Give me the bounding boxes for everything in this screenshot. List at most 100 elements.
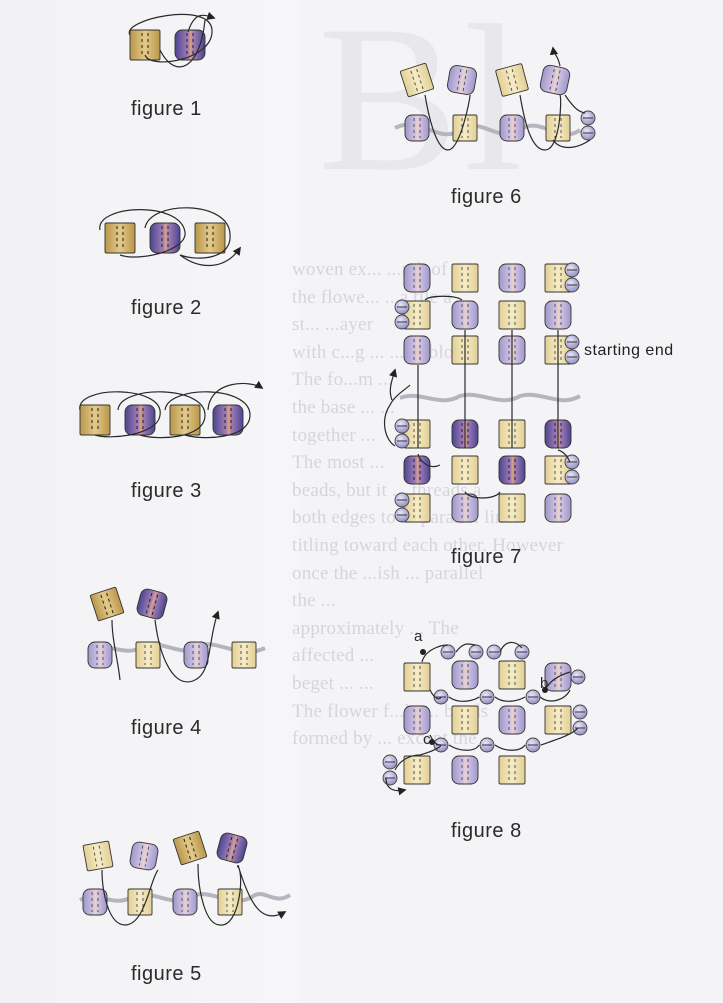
- background-text-line: The most ...: [292, 452, 385, 474]
- bead-body: [124, 404, 156, 436]
- previous-thread: [89, 642, 266, 654]
- bead-body: [172, 830, 208, 866]
- annotation-starting-end: starting end: [584, 342, 674, 359]
- bead-gold: [194, 222, 226, 254]
- bead-body: [129, 29, 161, 61]
- background-text-line: The flower f...ly ... beads: [292, 700, 489, 722]
- caption-figure-2: figure 2: [131, 297, 202, 319]
- seed-bead: [564, 262, 580, 278]
- seed-bead: [394, 418, 410, 434]
- bead-body: [399, 62, 435, 98]
- thread-path: [79, 383, 262, 439]
- bead-body: [451, 455, 479, 485]
- bead-body: [403, 662, 431, 692]
- bead-body: [452, 114, 478, 142]
- bead-gold: [451, 455, 479, 485]
- thread-path: [385, 777, 407, 796]
- bead-body: [403, 263, 431, 293]
- bead-body: [544, 705, 572, 735]
- seed-bead: [440, 644, 456, 660]
- seed-bead: [572, 704, 588, 720]
- background-text-line: titling toward each other. However: [292, 534, 564, 556]
- bead-gold: [451, 705, 479, 735]
- bead-purple: [447, 65, 477, 95]
- seed-bead: [486, 644, 502, 660]
- bead-gold: [403, 419, 431, 449]
- background-text-line: approximately ... The: [292, 617, 459, 639]
- bead-purple: [404, 114, 430, 142]
- caption-figure-6: figure 6: [451, 186, 522, 208]
- thread-path: [111, 612, 218, 683]
- bead-purple: [451, 660, 479, 690]
- seed-bead: [525, 689, 541, 705]
- bead-body: [544, 300, 572, 330]
- bead-gold: [544, 705, 572, 735]
- background-heading: Bl: [318, 0, 529, 215]
- thread-path: [394, 641, 579, 771]
- bead-gold: [169, 404, 201, 436]
- seed-bead: [394, 299, 410, 315]
- bead-purple: [149, 222, 181, 254]
- background-text-line: the ...: [292, 590, 336, 612]
- background-text-line: The fo...m ...: [292, 369, 393, 391]
- seed-bead: [580, 125, 596, 141]
- caption-figure-4: figure 4: [131, 717, 202, 739]
- bead-gold: [403, 755, 431, 785]
- seed-bead: [572, 720, 588, 736]
- bead-gold: [82, 840, 114, 872]
- bead-body: [447, 65, 477, 95]
- bead-body: [451, 660, 479, 690]
- bead-gold: [403, 662, 431, 692]
- left-column-background: [0, 0, 300, 1003]
- bead-purple: [451, 493, 479, 523]
- bead-body: [216, 832, 248, 864]
- seed-bead: [564, 469, 580, 485]
- seed-bead: [525, 737, 541, 753]
- seed-bead: [514, 644, 530, 660]
- background-text-line: affected ...: [292, 645, 375, 667]
- background-text-line: st... ...ayer: [292, 314, 374, 336]
- bead-purple: [216, 832, 248, 864]
- bead-purple: [498, 455, 526, 485]
- bead-gold: [104, 222, 136, 254]
- seed-bead: [394, 507, 410, 523]
- background-text-line: the base ... ...: [292, 396, 395, 418]
- thread-path: [128, 13, 213, 68]
- thread-path: [389, 368, 398, 401]
- bead-gold: [452, 114, 478, 142]
- bead-body: [498, 705, 526, 735]
- point-label-b: b: [540, 675, 549, 692]
- bead-body: [403, 705, 431, 735]
- bead-purple: [172, 888, 198, 916]
- bead-body: [129, 841, 159, 871]
- bead-body: [451, 493, 479, 523]
- bead-gold: [89, 586, 125, 622]
- bead-gold: [495, 63, 529, 97]
- caption-figure-7: figure 7: [451, 546, 522, 568]
- point-label-c: c: [423, 731, 431, 748]
- bead-body: [451, 755, 479, 785]
- point-label-a: a: [414, 628, 423, 645]
- bead-body: [183, 641, 209, 669]
- bead-purple: [403, 455, 431, 485]
- bead-body: [498, 263, 526, 293]
- thread-path: [424, 48, 591, 151]
- bead-gold: [231, 641, 257, 669]
- bead-gold: [399, 62, 435, 98]
- bead-purple: [403, 705, 431, 735]
- bead-purple: [451, 755, 479, 785]
- bead-gold: [172, 830, 208, 866]
- bead-body: [104, 222, 136, 254]
- bead-body: [82, 840, 114, 872]
- bead-body: [451, 300, 479, 330]
- bead-purple: [403, 263, 431, 293]
- seed-bead: [564, 277, 580, 293]
- bead-purple: [212, 404, 244, 436]
- previous-thread: [399, 392, 582, 403]
- bead-body: [135, 641, 161, 669]
- bead-body: [89, 586, 125, 622]
- bead-purple: [124, 404, 156, 436]
- seed-bead: [479, 737, 495, 753]
- bead-gold: [451, 263, 479, 293]
